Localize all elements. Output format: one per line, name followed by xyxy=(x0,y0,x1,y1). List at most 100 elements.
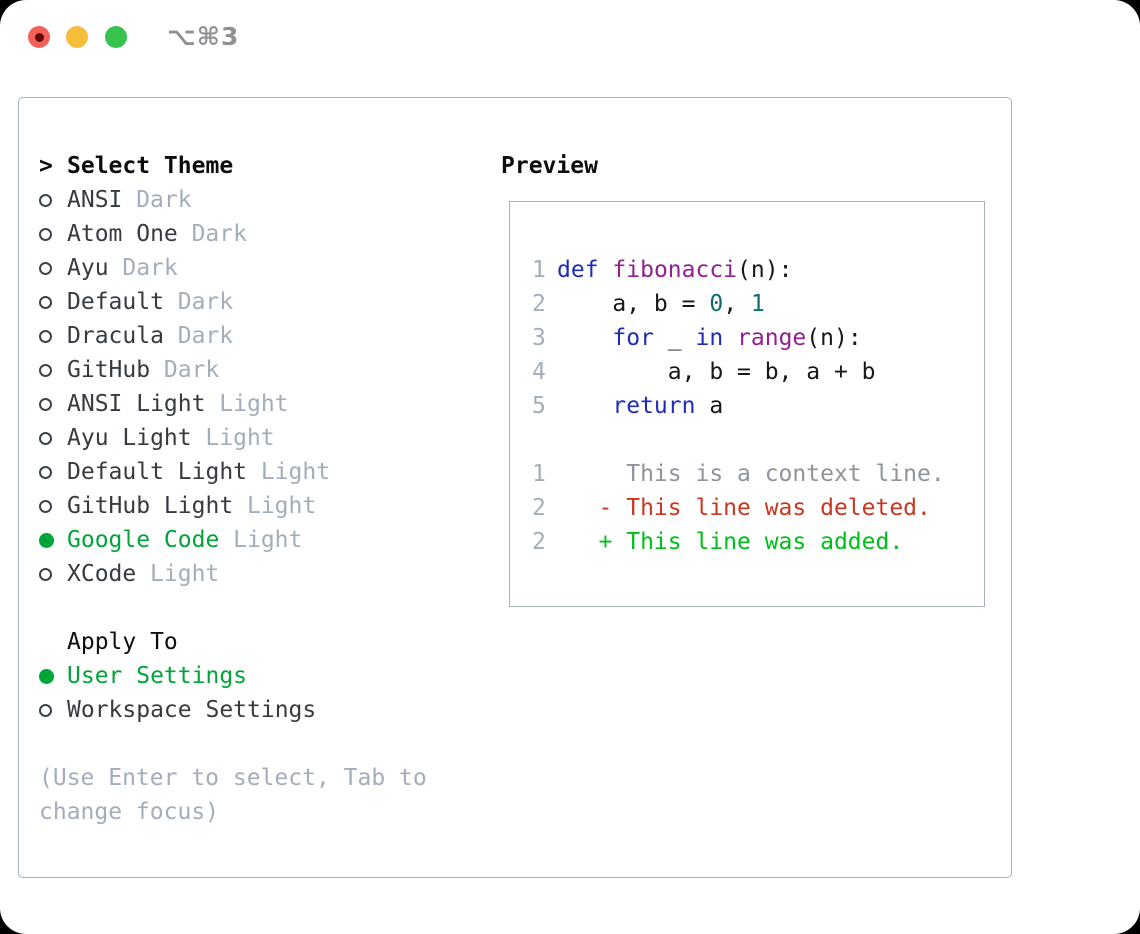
radio-unselected-icon xyxy=(39,397,52,411)
radio-unselected-icon xyxy=(39,193,52,207)
radio-unselected-icon xyxy=(39,295,52,309)
theme-item[interactable]: Ayu Dark xyxy=(39,251,489,285)
theme-variant-label: Dark xyxy=(122,255,178,281)
radio-icon xyxy=(39,532,67,548)
line-number: 4 xyxy=(532,359,546,385)
theme-variant-label: Light xyxy=(219,391,289,417)
code-line: 3 for _ in range(n): xyxy=(532,321,984,355)
apply-to-header: Apply To xyxy=(67,629,178,655)
theme-item[interactable]: Default Dark xyxy=(39,285,489,319)
theme-item-label: Google Code xyxy=(67,527,220,553)
theme-item-label: ANSI Light xyxy=(67,391,206,417)
code-line: 5 return a xyxy=(532,389,984,423)
radio-icon xyxy=(39,193,67,207)
theme-item-label: Dracula xyxy=(67,323,164,349)
radio-selected-icon xyxy=(39,668,54,684)
theme-item[interactable]: ANSI Dark xyxy=(39,183,489,217)
theme-variant-label: Dark xyxy=(163,357,220,383)
radio-unselected-icon xyxy=(39,261,52,275)
radio-icon xyxy=(39,668,67,684)
apply-item[interactable]: Workspace Settings xyxy=(39,693,489,727)
theme-item[interactable]: Atom One Dark xyxy=(39,217,489,251)
radio-icon xyxy=(39,261,67,275)
code-line: 2 a, b = 0, 1 xyxy=(532,287,984,321)
theme-variant-label: Light xyxy=(150,561,220,587)
radio-unselected-icon xyxy=(39,703,52,717)
code-text: a, b = b, a + b xyxy=(557,359,876,385)
radio-unselected-icon xyxy=(39,567,52,581)
line-number: 1 xyxy=(532,257,546,283)
radio-unselected-icon xyxy=(39,499,52,513)
theme-item[interactable]: ANSI Light Light xyxy=(39,387,489,421)
code-line: 1 This is a context line. xyxy=(532,457,984,491)
code-text: - This line was deleted. xyxy=(598,495,931,521)
preview-title: Preview xyxy=(501,153,598,179)
radio-unselected-icon xyxy=(39,329,52,343)
radio-unselected-icon xyxy=(39,227,52,241)
radio-selected-icon xyxy=(39,532,54,548)
theme-variant-label: Dark xyxy=(177,323,234,349)
radio-icon xyxy=(39,329,67,343)
titlebar: ⌥⌘3 xyxy=(0,0,1140,74)
radio-icon xyxy=(39,363,67,377)
close-button-dot-icon xyxy=(34,32,44,42)
radio-unselected-icon xyxy=(39,363,52,377)
code-text: def fibonacci(n): xyxy=(557,257,793,283)
zoom-button-icon[interactable] xyxy=(105,26,127,48)
radio-icon xyxy=(39,295,67,309)
theme-variant-label: Dark xyxy=(136,187,192,213)
radio-icon xyxy=(39,227,67,241)
theme-item-label: Ayu Light xyxy=(67,425,192,451)
theme-item[interactable]: GitHub Dark xyxy=(39,353,489,387)
theme-list-title: Select Theme xyxy=(67,153,234,179)
radio-icon xyxy=(39,397,67,411)
theme-item[interactable]: Google Code Light xyxy=(39,523,489,557)
theme-variant-label: Dark xyxy=(191,221,247,247)
minimize-button-icon[interactable] xyxy=(66,26,88,48)
theme-item-label: ANSI xyxy=(67,187,123,213)
theme-variant-label: Light xyxy=(233,527,303,553)
code-text: for _ in range(n): xyxy=(612,325,862,351)
line-number: 2 xyxy=(532,291,546,317)
window-shortcut-title: ⌥⌘3 xyxy=(167,22,240,51)
apply-item-label: Workspace Settings xyxy=(67,697,317,723)
spacer xyxy=(39,591,489,625)
theme-item-label: GitHub xyxy=(67,357,151,383)
close-button-icon[interactable] xyxy=(28,26,50,48)
apply-item[interactable]: User Settings xyxy=(39,659,489,693)
theme-item[interactable]: Dracula Dark xyxy=(39,319,489,353)
code-text: + This line was added. xyxy=(598,529,904,555)
theme-item-label: XCode xyxy=(67,561,137,587)
line-number: 2 xyxy=(532,529,546,555)
radio-unselected-icon xyxy=(39,431,52,445)
theme-item[interactable]: Ayu Light Light xyxy=(39,421,489,455)
theme-item-label: Ayu xyxy=(67,255,109,281)
apply-item-label: User Settings xyxy=(67,663,248,689)
prompt-icon: > xyxy=(39,153,53,179)
theme-item-label: Default xyxy=(67,289,164,315)
code-line: 1 def fibonacci(n): xyxy=(532,253,984,287)
code-text: a, b = 0, 1 xyxy=(557,291,765,317)
hint-text: (Use Enter to select, Tab to change focu… xyxy=(39,765,427,825)
radio-icon xyxy=(39,431,67,445)
theme-item-label: GitHub Light xyxy=(67,493,234,519)
theme-variant-label: Light xyxy=(205,425,275,451)
spacer xyxy=(532,423,984,457)
theme-item[interactable]: XCode Light xyxy=(39,557,489,591)
line-number: 2 xyxy=(532,495,546,521)
theme-item-label: Atom One xyxy=(67,221,178,247)
radio-icon xyxy=(39,499,67,513)
theme-item-label: Default Light xyxy=(67,459,248,485)
code-line: 2 + This line was added. xyxy=(532,525,984,559)
line-number: 5 xyxy=(532,393,546,419)
line-number: 3 xyxy=(532,325,546,351)
preview-header: Preview xyxy=(501,149,598,183)
theme-variant-label: Dark xyxy=(177,289,234,315)
